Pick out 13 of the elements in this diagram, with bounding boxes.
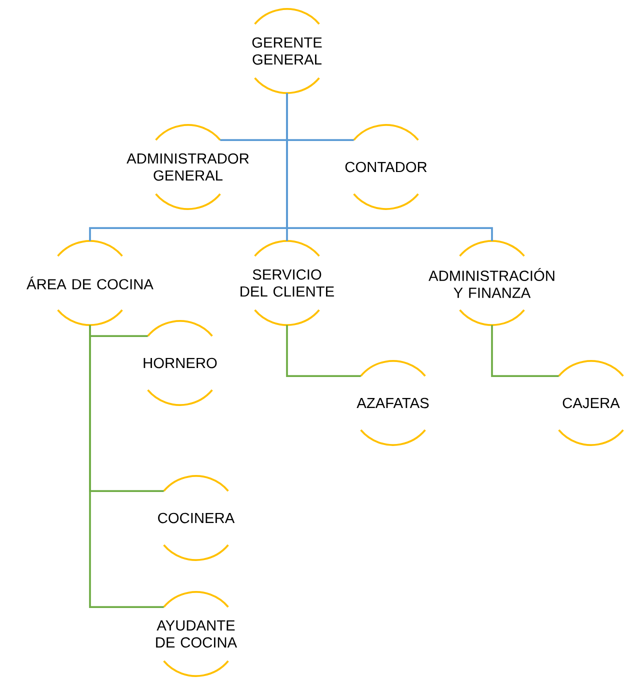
org-node: GERENTE GENERAL [252, 8, 322, 94]
org-node: CAJERA [558, 360, 624, 446]
org-node: SERVICIO DEL CLIENTE [240, 240, 334, 326]
org-node: ADMINISTRADOR GENERAL [126, 124, 249, 210]
connector-line [89, 325, 164, 608]
connector-line [286, 325, 361, 377]
org-node: AZAFATAS [356, 360, 429, 446]
connector-line [491, 325, 559, 377]
org-node: ADMINISTRACIÓN Y FINANZA [428, 240, 554, 326]
org-node: COCINERA [158, 475, 235, 561]
org-node: AYUDANTE DE COCINA [156, 591, 238, 677]
org-node: CONTADOR [345, 124, 427, 210]
connector-line [286, 93, 493, 241]
